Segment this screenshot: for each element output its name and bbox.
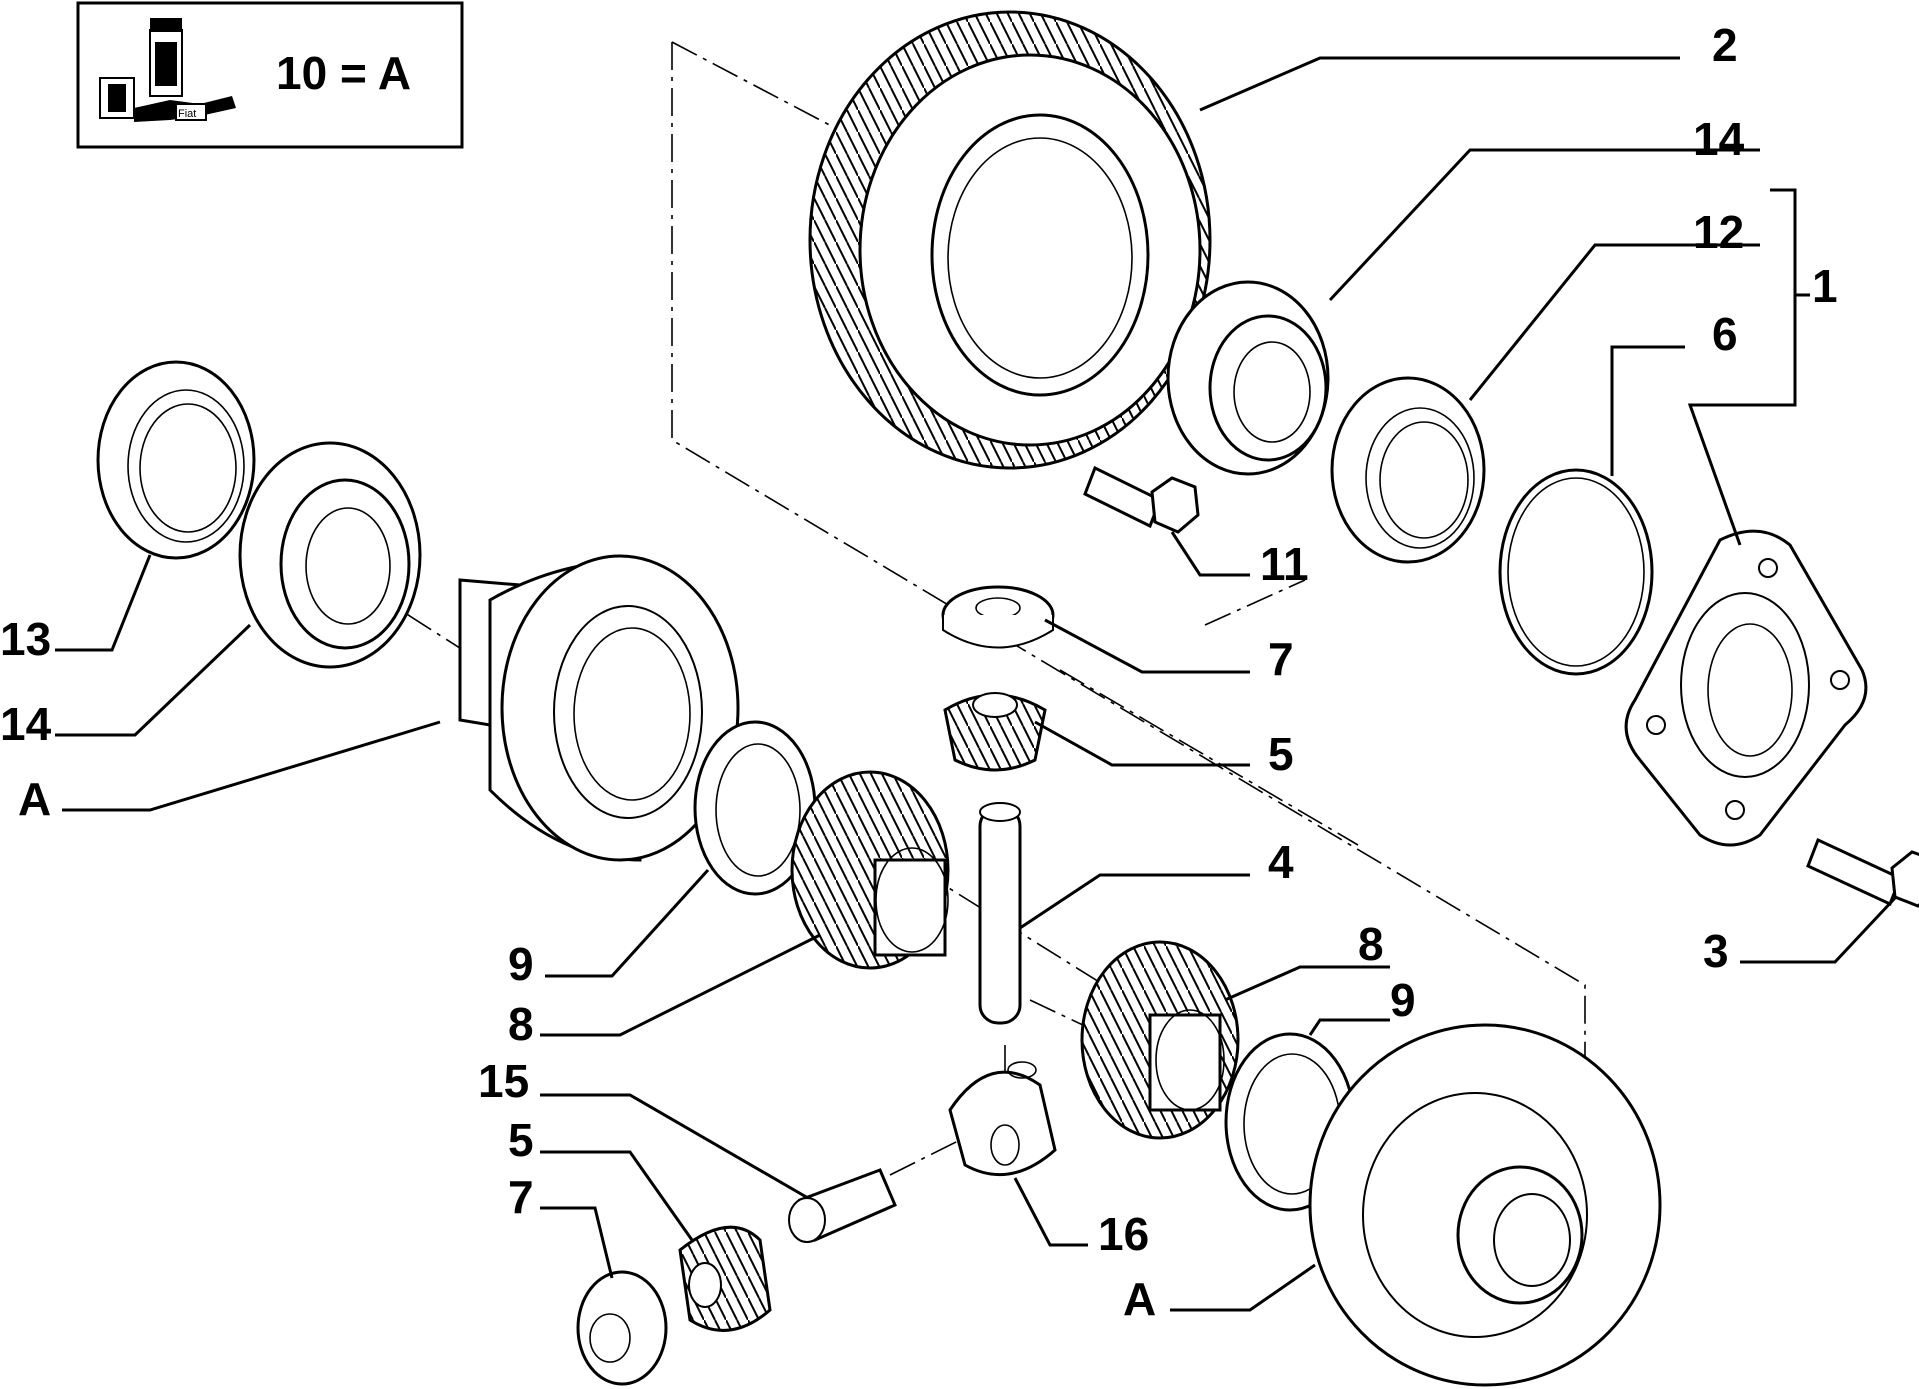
callout-14-left: 14 — [0, 698, 52, 750]
callout-2: 2 — [1712, 19, 1738, 71]
callout-6: 6 — [1712, 308, 1738, 360]
callout-9-right: 9 — [1390, 974, 1416, 1026]
bolt-3 — [1806, 837, 1919, 908]
callout-1: 1 — [1812, 260, 1838, 312]
pinion-gear-top — [943, 692, 1047, 772]
callout-a-right: A — [1123, 1273, 1156, 1325]
callout-a-left: A — [18, 773, 51, 825]
side-gear-right — [1080, 940, 1240, 1140]
callout-8-left: 8 — [508, 998, 534, 1050]
leader-lines — [55, 56, 1897, 1312]
callout-13: 13 — [0, 613, 51, 665]
callout-11: 11 — [1260, 538, 1309, 590]
callout-5-bottom: 5 — [508, 1114, 534, 1166]
bolt-11 — [1083, 465, 1200, 534]
legend-box: Fiat 10 = A — [76, 1, 464, 149]
callout-3: 3 — [1703, 925, 1729, 977]
stamp-label: Fiat — [178, 108, 196, 120]
bearing-left — [238, 441, 422, 669]
differential-housing-right — [1308, 1023, 1662, 1387]
seal-ring-12 — [1330, 376, 1486, 564]
callout-12: 12 — [1693, 206, 1744, 258]
side-gear-left — [790, 770, 950, 970]
o-ring-6 — [1498, 468, 1654, 676]
callout-7-top: 7 — [1268, 633, 1294, 685]
callout-4: 4 — [1268, 836, 1294, 888]
callout-16: 16 — [1098, 1208, 1149, 1260]
sealant-tube-icon: Fiat — [99, 18, 236, 122]
callout-15: 15 — [478, 1055, 529, 1107]
seal-13 — [96, 360, 256, 560]
callout-14-top: 14 — [1693, 113, 1745, 165]
sleeve-15 — [788, 1168, 897, 1243]
differential-housing-left — [458, 554, 740, 862]
thrust-washer-top — [941, 585, 1055, 649]
callouts: 2 14 12 1 6 11 7 5 4 8 9 3 13 14 A 9 8 1… — [0, 19, 1838, 1325]
bearing-cover — [1624, 529, 1868, 847]
bearing-upper — [1166, 280, 1330, 476]
differential-pin — [978, 802, 1022, 1025]
thrust-washer-bottom — [576, 1270, 668, 1386]
legend-text: 10 = A — [276, 47, 411, 99]
callout-5-top: 5 — [1268, 728, 1294, 780]
callout-8-right: 8 — [1358, 918, 1384, 970]
pin-block — [948, 1061, 1057, 1177]
ring-gear — [808, 10, 1212, 470]
pinion-gear-bottom — [678, 1225, 772, 1332]
callout-7-bottom: 7 — [508, 1171, 534, 1223]
callout-9-left: 9 — [508, 938, 534, 990]
